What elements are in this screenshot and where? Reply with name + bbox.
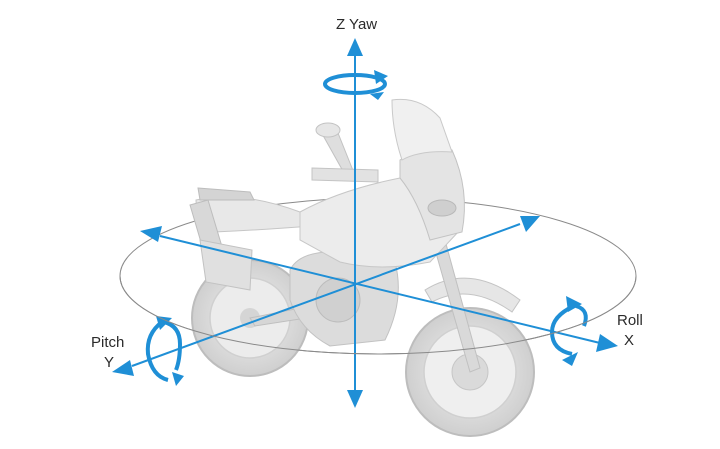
y-axis-label: Y xyxy=(104,354,114,371)
roll-label: Roll xyxy=(617,312,643,329)
pitch-rotation-icon xyxy=(148,316,184,386)
z-yaw-label: Z Yaw xyxy=(336,16,377,33)
motorcycle-illustration xyxy=(190,99,534,436)
roll-rotation-icon xyxy=(552,296,586,366)
x-axis-label: X xyxy=(624,332,634,349)
yaw-rotation-icon xyxy=(325,70,388,100)
pitch-label: Pitch xyxy=(91,334,124,351)
